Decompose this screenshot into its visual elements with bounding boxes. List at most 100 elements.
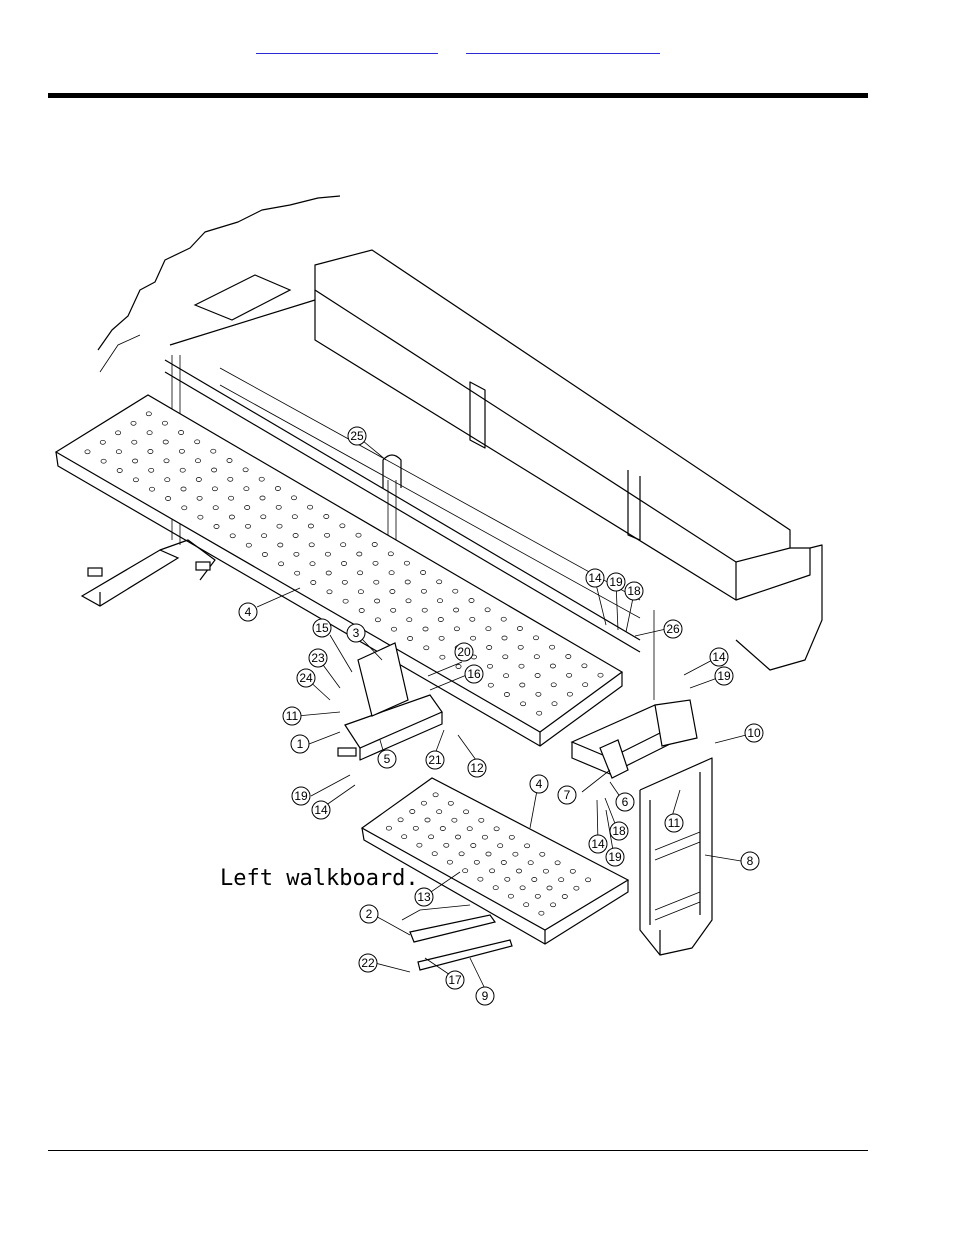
perforation-hole <box>533 654 540 660</box>
perforation-hole <box>469 616 476 622</box>
svg-text:11: 11 <box>286 709 299 723</box>
perforation-hole <box>401 834 408 840</box>
perforation-hole <box>310 580 317 585</box>
perforation-hole <box>487 682 494 688</box>
perforation-hole <box>309 561 316 567</box>
perforation-hole <box>565 654 572 659</box>
perforation-hole <box>516 868 522 874</box>
callout-15: 15 <box>312 618 332 638</box>
svg-text:16: 16 <box>467 667 481 681</box>
perforation-hole <box>148 467 155 473</box>
svg-text:4: 4 <box>536 777 543 791</box>
perforation-hole <box>323 514 330 519</box>
perforation-hole <box>178 430 185 435</box>
callout-22: 22 <box>358 953 378 973</box>
perforation-hole <box>420 570 427 575</box>
perforation-hole <box>292 533 299 538</box>
leader-lines <box>256 435 755 996</box>
perforation-hole <box>478 817 485 823</box>
header-link-2[interactable] <box>466 39 660 54</box>
perforation-hole <box>443 842 450 848</box>
perforation-hole <box>291 495 297 501</box>
perforation-hole <box>212 505 219 511</box>
svg-text:3: 3 <box>353 626 360 640</box>
perforation-hole <box>569 868 576 874</box>
callout-12: 12 <box>467 758 487 778</box>
perforation-hole <box>390 607 397 613</box>
callout-5: 5 <box>377 749 397 769</box>
top-rule <box>48 93 868 98</box>
perforation-hole <box>341 579 348 585</box>
perforation-hole <box>245 542 252 548</box>
perforation-hole <box>436 579 443 585</box>
perforation-hole <box>132 477 139 483</box>
perforation-hole <box>447 800 454 806</box>
perforation-hole <box>179 467 186 473</box>
perforation-hole <box>115 449 122 455</box>
header-link-1[interactable] <box>256 39 438 54</box>
perforation-hole <box>550 682 557 688</box>
support-arm <box>337 642 443 761</box>
svg-text:14: 14 <box>712 650 726 664</box>
perforation-hole <box>195 477 202 482</box>
perforation-hole <box>325 570 332 576</box>
diagram-caption: Left walkboard. <box>220 866 419 891</box>
perforation-hole <box>340 542 347 548</box>
perforation-hole <box>197 514 204 520</box>
perforation-hole <box>357 589 364 595</box>
callout-18-lower: 18 <box>609 821 629 841</box>
perforation-hole <box>374 598 381 604</box>
perforation-hole <box>404 579 411 585</box>
perforation-hole <box>416 842 423 848</box>
svg-text:20: 20 <box>457 645 471 659</box>
svg-text:19: 19 <box>609 575 623 589</box>
perforation-hole <box>534 673 541 678</box>
perforation-hole <box>196 495 203 501</box>
perforation-hole <box>147 449 154 454</box>
perforation-hole <box>597 672 604 678</box>
perforation-hole <box>462 868 469 874</box>
perforation-hole <box>455 664 462 669</box>
perforation-hole <box>437 598 443 604</box>
perforation-hole <box>412 825 419 831</box>
perforation-hole <box>542 868 549 874</box>
perforation-hole <box>371 542 378 547</box>
ladder-assembly <box>570 699 713 956</box>
callout-11-left: 11 <box>282 706 302 726</box>
svg-text:15: 15 <box>315 621 329 635</box>
perforation-hole <box>436 809 443 815</box>
perforation-hole <box>536 710 543 716</box>
perforation-hole <box>518 663 525 669</box>
callout-19-left: 19 <box>291 786 311 806</box>
perforation-hole <box>512 851 519 857</box>
perforation-hole <box>227 476 234 482</box>
perforation-hole <box>439 654 446 660</box>
perforation-hole <box>523 902 530 908</box>
perforation-hole <box>470 635 477 641</box>
callout-14-top: 14 <box>585 568 605 588</box>
perforation-hole <box>473 859 480 865</box>
callout-21: 21 <box>425 750 445 770</box>
perforation-hole <box>455 834 461 840</box>
frame-drawing <box>97 195 823 700</box>
perforation-hole <box>458 851 465 857</box>
perforation-hole <box>131 439 138 445</box>
perforation-hole <box>163 458 170 464</box>
perforation-hole <box>582 682 589 688</box>
perforation-hole <box>492 885 499 891</box>
callout-6: 6 <box>615 792 635 812</box>
svg-text:26: 26 <box>666 622 680 636</box>
svg-text:11: 11 <box>668 816 681 830</box>
perforation-hole <box>357 570 364 576</box>
perforation-hole <box>438 635 445 641</box>
perforation-hole <box>130 420 137 426</box>
perforation-hole <box>261 552 268 557</box>
perforation-hole <box>145 411 152 417</box>
perforation-hole <box>277 542 284 548</box>
perforation-hole <box>481 834 488 840</box>
callout-14-right: 14 <box>709 647 729 667</box>
left-mount-bracket <box>80 539 216 607</box>
perforation-hole <box>422 626 429 632</box>
perforation-hole <box>84 449 91 455</box>
perforation-hole <box>519 885 526 891</box>
